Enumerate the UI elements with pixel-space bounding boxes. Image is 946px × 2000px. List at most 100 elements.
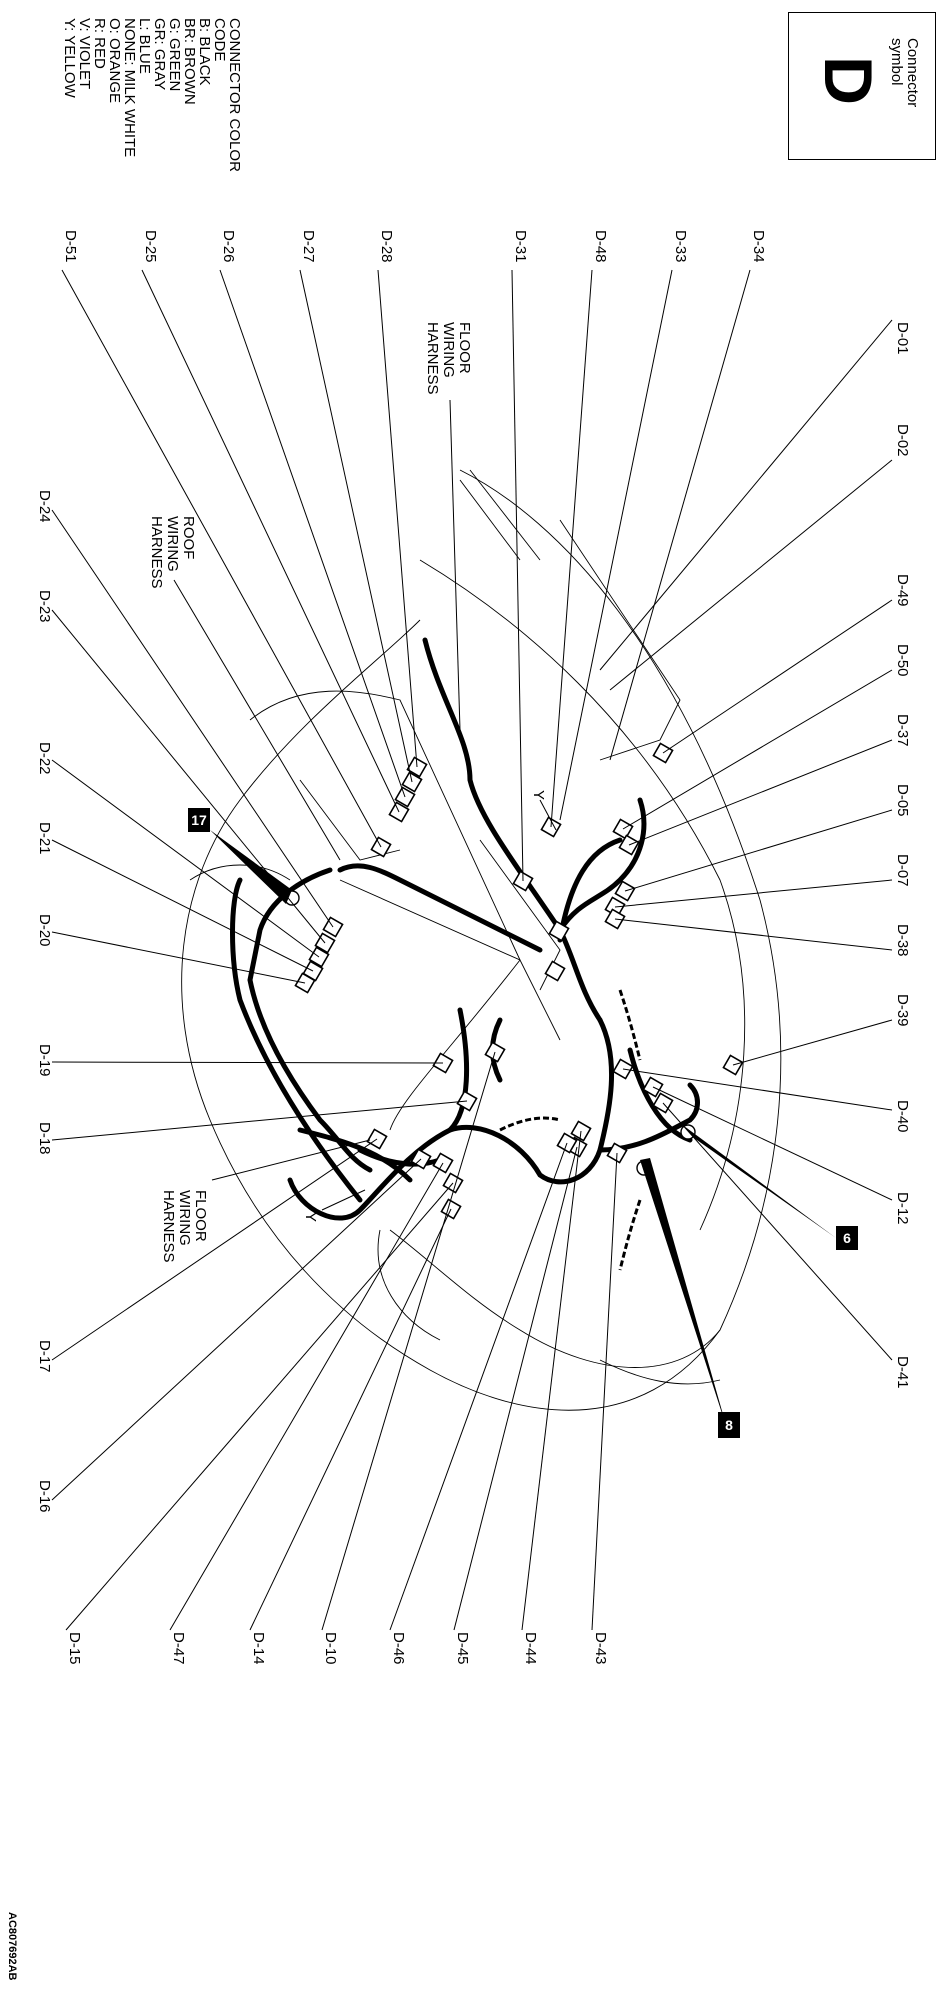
leader-line <box>51 759 320 958</box>
leader-line <box>559 269 673 821</box>
leader-line <box>609 269 751 761</box>
leader-line <box>141 269 400 813</box>
harness-taped-section <box>618 1199 642 1271</box>
reference-wedge <box>684 1126 836 1238</box>
connector-label-top: D-26 <box>220 230 237 263</box>
leader-line <box>51 839 314 972</box>
connector-label-right: D-07 <box>894 854 911 887</box>
leader-line <box>453 1146 578 1631</box>
leader-line <box>652 1086 893 1201</box>
connector-label-top: D-48 <box>592 230 609 263</box>
connector-symbol-box <box>788 12 936 160</box>
leader-line <box>51 1061 444 1064</box>
leader-line <box>622 1068 893 1111</box>
connector-label-left: D-16 <box>36 1480 53 1513</box>
leader-line <box>51 1158 422 1501</box>
harness-taped-section <box>499 1116 561 1132</box>
leader-line <box>622 669 893 830</box>
leader-line <box>521 1130 582 1631</box>
leader-line <box>609 459 893 691</box>
leader-line <box>628 739 893 846</box>
vehicle-body-outline <box>189 864 291 881</box>
connector-label-right: D-01 <box>894 322 911 355</box>
wire-color-mark-bottom: Y <box>302 1212 319 1223</box>
leader-line <box>51 1100 468 1141</box>
leader-line <box>614 879 893 908</box>
leader-line <box>65 1182 454 1631</box>
document-id: AC807692AB <box>6 1912 18 1981</box>
wire-color-mark-top: Y <box>530 790 547 801</box>
harness-pointer-line <box>211 1139 371 1181</box>
reference-badge-8: 8 <box>725 1417 733 1433</box>
connector-label-top: D-27 <box>300 230 317 263</box>
connector-label-bottom: D-47 <box>170 1632 187 1665</box>
leader-line <box>624 809 893 892</box>
harness-label-line: HARNESS <box>148 516 166 589</box>
leader-line <box>299 269 413 783</box>
floor-wiring-harness-run <box>230 877 363 1203</box>
connector-label-bottom: D-15 <box>66 1632 83 1665</box>
leader-line <box>511 269 524 882</box>
floor-wiring-harness-run <box>557 837 623 943</box>
connector-label-left: D-21 <box>36 822 53 855</box>
wire-color-pointer <box>321 1189 366 1211</box>
leader-line <box>51 509 334 928</box>
leader-line <box>599 319 893 671</box>
connector-block <box>544 960 566 982</box>
connector-label-bottom: D-44 <box>522 1632 539 1665</box>
connector-label-top: D-34 <box>750 230 767 263</box>
floor-wiring-harness-run <box>447 1007 470 1133</box>
connector-label-left: D-22 <box>36 742 53 775</box>
harness-pointer-line <box>173 579 341 861</box>
roof-wiring-harness-label: ROOF WIRING HARNESS <box>148 516 198 589</box>
connector-label-bottom: D-43 <box>592 1632 609 1665</box>
vehicle-body-outline <box>299 779 401 861</box>
harness-label-line: ROOF <box>180 516 197 560</box>
harness-taped-section <box>618 989 642 1061</box>
leader-line <box>662 1102 893 1361</box>
roof-wiring-harness-run <box>337 863 543 953</box>
connector-label-top: D-31 <box>512 230 529 263</box>
reference-wedge <box>210 830 292 904</box>
floor-wiring-harness-run <box>287 1017 615 1221</box>
connector-label-top: D-33 <box>672 230 689 263</box>
wire-color-pointer <box>539 799 557 831</box>
connector-label-right: D-49 <box>894 574 911 607</box>
leader-line <box>321 1051 496 1631</box>
leader-line <box>662 599 893 754</box>
connector-label-bottom: D-45 <box>454 1632 471 1665</box>
roof-wiring-harness-run <box>247 867 373 1173</box>
harness-label-line: FLOOR <box>456 322 473 374</box>
vehicle-body-outline <box>559 519 681 761</box>
floor-wiring-harness-run <box>557 797 647 933</box>
vehicle-body-outline <box>249 690 521 1131</box>
connector-label-bottom: D-14 <box>250 1632 267 1665</box>
vehicle-body-outline <box>459 479 521 561</box>
connector-label-left: D-17 <box>36 1340 53 1373</box>
leader-line <box>591 1152 618 1631</box>
floor-wiring-harness-run <box>422 637 603 1023</box>
leader-line <box>249 1208 452 1631</box>
leader-line <box>169 1162 444 1631</box>
connector-label-right: D-38 <box>894 924 911 957</box>
leader-line <box>51 1138 378 1361</box>
connector-label-top: D-25 <box>142 230 159 263</box>
leader-line <box>550 269 593 828</box>
connector-label-right: D-39 <box>894 994 911 1027</box>
connector-label-top: D-51 <box>62 230 79 263</box>
connector-label-right: D-02 <box>894 424 911 457</box>
harness-label-line: WIRING <box>164 516 182 572</box>
harness-label-line: WIRING <box>440 322 458 378</box>
connector-label-left: D-20 <box>36 914 53 947</box>
vehicle-body-outline <box>181 469 782 1411</box>
floor-wiring-harness-run <box>627 1047 693 1143</box>
vehicle-body-outline <box>469 469 541 561</box>
leader-line <box>51 931 306 984</box>
leader-line <box>614 918 893 951</box>
connector-label-right: D-37 <box>894 714 911 747</box>
connector-label-right: D-41 <box>894 1356 911 1389</box>
reference-badge-bg <box>718 1412 740 1438</box>
connector-label-right: D-50 <box>894 644 911 677</box>
